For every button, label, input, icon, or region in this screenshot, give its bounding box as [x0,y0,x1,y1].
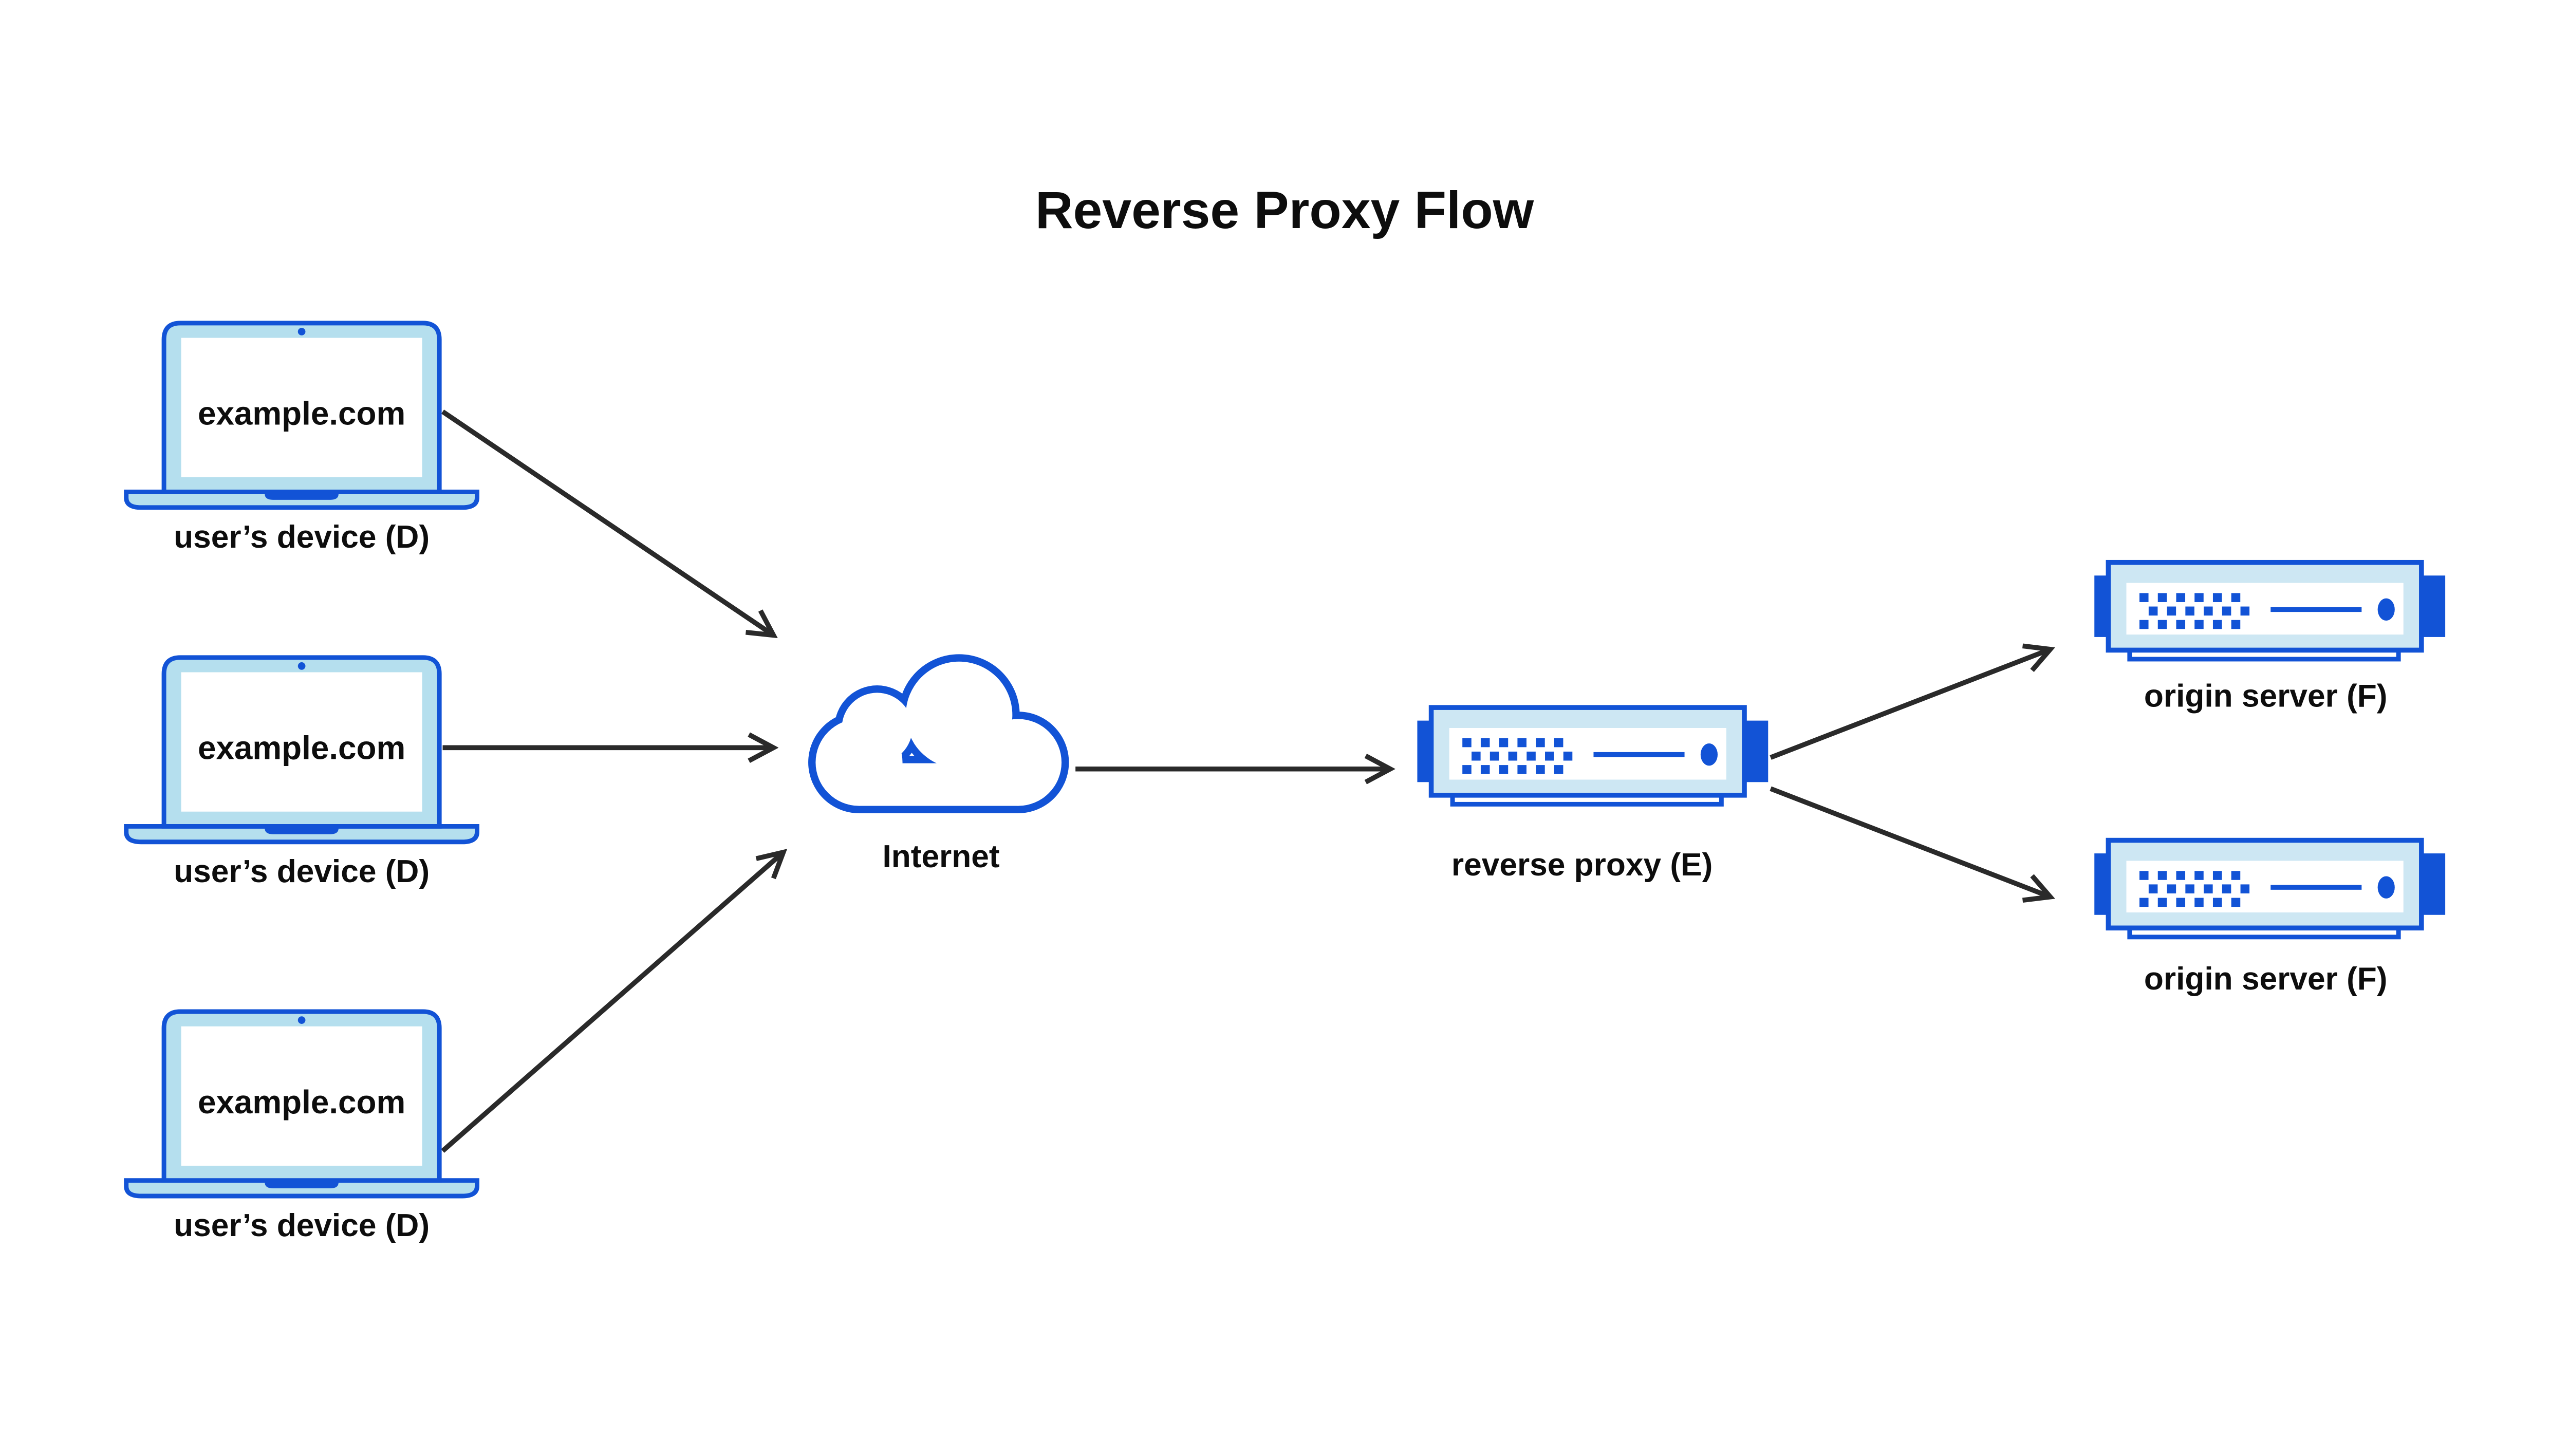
cloud-icon [808,654,1069,813]
user-device-3: example.com user’s device (D) [126,1012,477,1243]
reverse-proxy-label: reverse proxy (E) [1451,847,1712,883]
origin-server-node-1: origin server (F) [2094,563,2445,714]
origin-server-label: origin server (F) [2144,679,2388,714]
user-device-1: example.com user’s device (D) [126,323,477,555]
device-screen-url: example.com [198,395,405,432]
user-device-label: user’s device (D) [174,854,430,889]
arrow-device3-to-internet [441,852,784,1153]
device-screen-url: example.com [198,1084,405,1121]
origin-server-label: origin server (F) [2144,961,2388,997]
user-device-label: user’s device (D) [174,519,430,555]
device-screen-url: example.com [198,730,405,767]
user-device-label: user’s device (D) [174,1208,430,1243]
reverse-proxy-node: reverse proxy (E) [1417,707,1768,883]
arrow-proxy-to-origin1 [1770,649,2050,760]
server-icon [2094,563,2445,659]
internet-node: Internet [808,654,1069,874]
origin-server-node-2: origin server (F) [2094,841,2445,997]
server-icon [2094,841,2445,937]
user-device-2: example.com user’s device (D) [126,658,477,889]
internet-label: Internet [882,839,999,874]
diagram-title: Reverse Proxy Flow [1035,181,1534,239]
arrow-proxy-to-origin2 [1770,786,2050,897]
server-icon [1417,707,1768,804]
arrow-device1-to-internet [441,409,774,635]
